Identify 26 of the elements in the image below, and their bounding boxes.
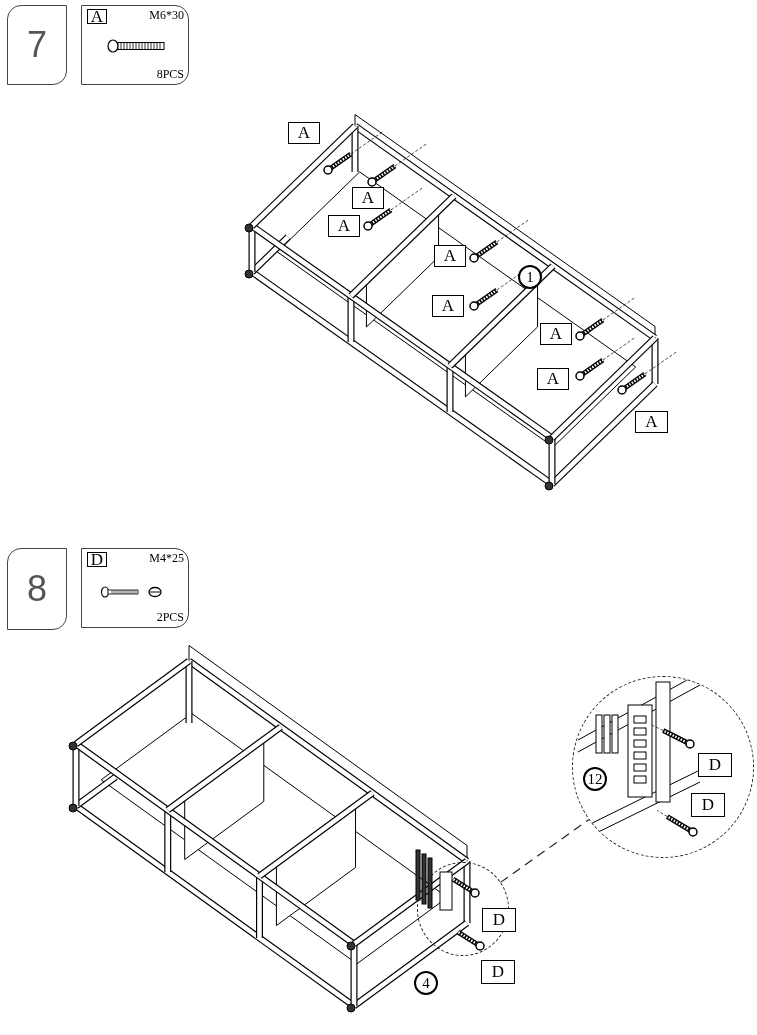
part-letter-label: A [540, 323, 572, 345]
part-letter-label: A [537, 368, 569, 390]
step-number: 8 [27, 568, 47, 610]
part-letter-label: D [691, 793, 725, 817]
callout-number: 4 [414, 971, 438, 995]
screw-size: M6*30 [149, 8, 184, 23]
part-letter-label: A [87, 9, 107, 24]
part-letter-label: A [434, 245, 466, 267]
part-letter-label: D [87, 552, 107, 567]
quantity: 2PCS [156, 610, 184, 625]
screw-size: M4*25 [149, 551, 184, 566]
callout-number: 1 [518, 265, 542, 289]
part-letter-label: A [352, 187, 384, 209]
part-letter-label: A [328, 215, 360, 237]
part-letter-label: A [635, 411, 668, 433]
part-letter-label: D [482, 908, 516, 932]
callout-number: 12 [583, 767, 607, 791]
quantity: 8PCS [156, 67, 184, 82]
part-letter-label: A [288, 122, 320, 144]
step-number: 7 [27, 24, 47, 66]
connector-line [499, 819, 590, 883]
part-letter-label: D [481, 960, 515, 984]
part-letter-label: D [698, 753, 732, 777]
parts-box [81, 5, 189, 85]
parts-box [81, 548, 189, 628]
part-letter-label: A [432, 295, 464, 317]
